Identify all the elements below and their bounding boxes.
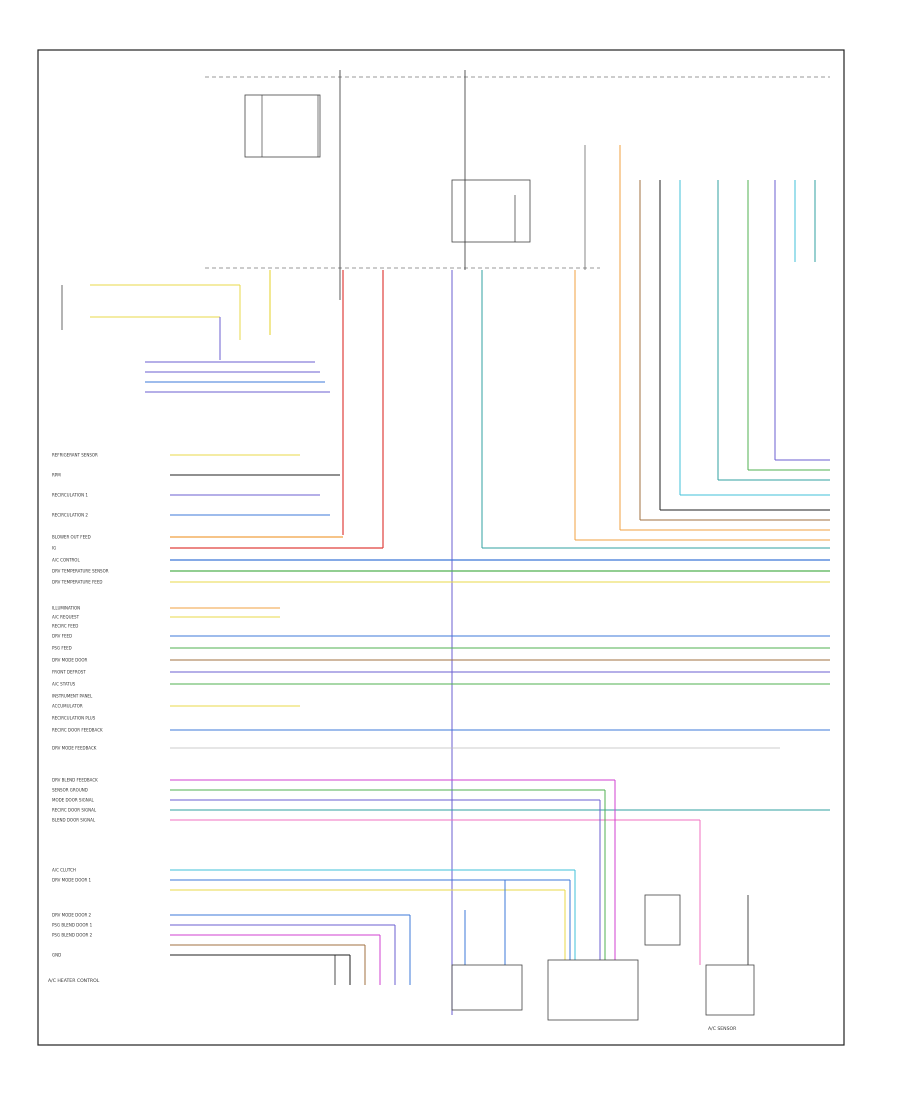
pin-label: ILLUMINATION — [52, 606, 80, 611]
pin-label: RECIRCULATION 1 — [52, 493, 88, 498]
cabin-sensor-box — [644, 894, 681, 946]
pin-label: ACCUMULATOR — [52, 704, 83, 709]
pin-label: RECIRC DOOR SIGNAL — [52, 808, 97, 813]
recirc-actuator-wires — [145, 361, 330, 393]
pin-label: RECIRCULATION PLUS — [52, 716, 96, 721]
pin-label: A/C CLUTCH — [52, 868, 76, 873]
pin-label: A/C STATUS — [52, 682, 76, 687]
pin-label: FRONT DEFROST — [52, 670, 86, 675]
pin-label: IG — [52, 546, 56, 551]
pin-label: PSG BLEND DOOR 1 — [52, 923, 93, 928]
pin-label: DRV MODE DOOR 1 — [52, 878, 92, 883]
blower-motor-box — [451, 964, 523, 1011]
pin-label: A/C CONTROL — [52, 558, 80, 563]
pin-label: A/C REQUEST — [52, 615, 80, 620]
left-label-column: REFRIGERANT SENSOR RPM RECIRCULATION 1 RECI… — [52, 453, 109, 958]
blower-relay — [451, 179, 531, 270]
pin-label: DRV MODE DOOR — [52, 658, 88, 663]
ac-sensor-box — [705, 964, 755, 1016]
main-harness — [170, 454, 830, 956]
pin-label: SENSOR GROUND — [52, 788, 88, 793]
pin-label: RECIRC DOOR FEEDBACK — [52, 728, 103, 733]
pin-label: GND — [52, 953, 61, 958]
pin-label: DRV FEED — [52, 634, 72, 639]
pin-label: RPM — [52, 473, 61, 478]
pin-label: MODE DOOR SIGNAL — [52, 798, 94, 803]
ac-heater-control-label: A/C HEATER CONTROL — [48, 978, 100, 984]
pin-label: RECIRCULATION 2 — [52, 513, 88, 518]
pin-label: DRV TEMPERATURE SENSOR — [52, 569, 109, 574]
top-right-splice-lines — [584, 145, 816, 530]
pin-label: INSTRUMENT PANEL — [52, 694, 93, 699]
pin-label: DRV BLEND FEEDBACK — [52, 778, 98, 783]
pin-label: BLOWER OUT FEED — [52, 535, 91, 540]
pin-label: DRV TEMPERATURE FEED — [52, 580, 102, 585]
pin-label: RECIRC FEED — [52, 624, 78, 629]
mode-door-box — [547, 959, 639, 1021]
refrigerant-sensor-connector — [61, 284, 241, 360]
diagram-frame — [37, 49, 845, 1046]
pin-label: DRV MODE DOOR 2 — [52, 913, 92, 918]
actuator-drops — [334, 780, 749, 985]
pin-label: PSG BLEND DOOR 2 — [52, 933, 93, 938]
pin-label: DRV MODE FEEDBACK — [52, 746, 97, 751]
ac-sensor-label: A/C SENSOR — [708, 1026, 737, 1032]
pin-label: BLEND DOOR SIGNAL — [52, 818, 96, 823]
pin-label: PSG FEED — [52, 646, 72, 651]
pin-label: REFRIGERANT SENSOR — [52, 453, 98, 458]
tipm-relay-block — [244, 70, 466, 300]
